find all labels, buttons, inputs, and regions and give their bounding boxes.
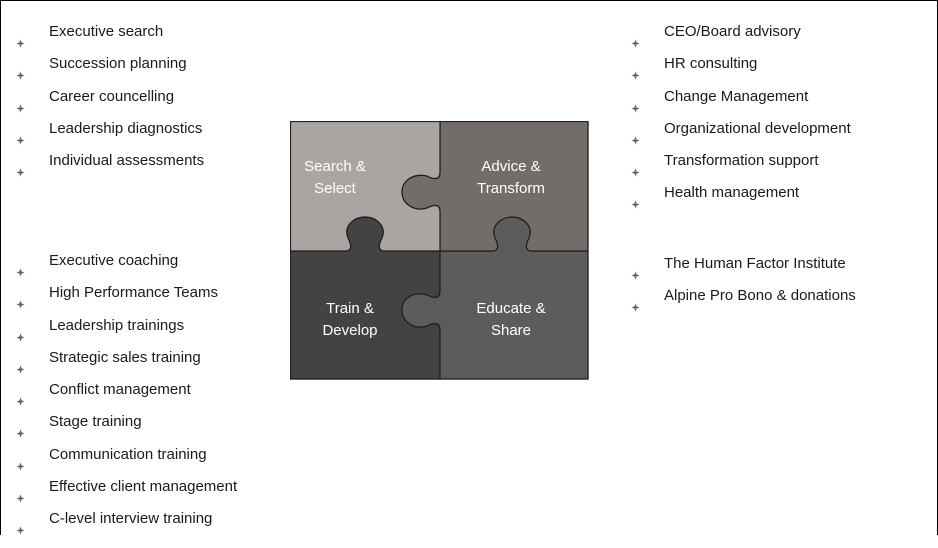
list-item: Health management: [631, 177, 851, 209]
list-item-text: Conflict management: [49, 381, 191, 399]
list-item: Effective client management: [16, 471, 237, 503]
list-item-text: Organizational development: [664, 119, 851, 137]
list-item-text: Transformation support: [664, 152, 819, 170]
list-item-text: Career councelling: [49, 87, 175, 105]
list-item-text: Alpine Pro Bono & donations: [664, 287, 856, 305]
list-item-text: HR consulting: [664, 55, 758, 73]
diamond-bullet-icon: [16, 93, 25, 113]
list-item: Individual assessments: [16, 145, 204, 177]
list-item-text: Executive coaching: [49, 252, 179, 269]
diamond-bullet-icon: [631, 157, 640, 177]
list-item: Strategic sales training: [16, 342, 237, 374]
service-puzzle: Search & Select Advice & Transform Train…: [290, 121, 589, 380]
list-item: Leadership diagnostics: [16, 113, 204, 145]
list-item-text: CEO/Board advisory: [664, 23, 801, 40]
diamond-bullet-icon: [631, 60, 640, 80]
list-item-text: Leadership trainings: [49, 316, 185, 334]
list-item-text: Leadership diagnostics: [49, 119, 203, 137]
list-item-text: Strategic sales training: [49, 348, 201, 366]
list-item-text: High Performance Teams: [49, 284, 218, 302]
diamond-bullet-icon: [631, 28, 640, 48]
advice-transform-label-line2: Transform: [477, 180, 545, 197]
diamond-bullet-icon: [16, 125, 25, 145]
list-item: C-level interview training: [16, 503, 237, 535]
list-item: Stage training: [16, 406, 237, 438]
list-item-text: C-level interview training: [49, 510, 213, 528]
list-item-text: Executive search: [49, 23, 164, 40]
list-item-text: Succession planning: [49, 55, 187, 73]
list-item: CEO/Board advisory: [631, 16, 851, 48]
list-item-text: Effective client management: [49, 478, 238, 496]
diamond-bullet-icon: [16, 257, 25, 277]
search-select-label-line1: Search &: [304, 158, 366, 175]
advice-transform-label-line1: Advice &: [481, 158, 540, 175]
list-item: Alpine Pro Bono & donations: [631, 280, 856, 312]
diamond-bullet-icon: [631, 260, 640, 280]
train-develop-label-line2: Develop: [322, 322, 377, 339]
diamond-bullet-icon: [16, 515, 25, 535]
diamond-bullet-icon: [16, 28, 25, 48]
diamond-bullet-icon: [16, 483, 25, 503]
list-item: Transformation support: [631, 145, 851, 177]
puzzle-piece-search-select: [290, 121, 441, 252]
list-item-text: Stage training: [49, 413, 142, 431]
diamond-bullet-icon: [16, 354, 25, 374]
list-item: Executive coaching: [16, 245, 237, 277]
list-item-text: The Human Factor Institute: [664, 255, 846, 272]
list-item: Career councelling: [16, 81, 204, 113]
diamond-bullet-icon: [631, 93, 640, 113]
educate-share-label-line2: Share: [491, 322, 531, 339]
diamond-bullet-icon: [631, 125, 640, 145]
diamond-bullet-icon: [16, 386, 25, 406]
list-item-text: Communication training: [49, 445, 207, 463]
diamond-bullet-icon: [16, 418, 25, 438]
list-item-text: Health management: [664, 184, 800, 202]
list-item: Succession planning: [16, 48, 204, 80]
list-item-text: Change Management: [664, 87, 809, 105]
diamond-bullet-icon: [16, 451, 25, 471]
educate-share-label-line1: Educate &: [476, 300, 545, 317]
diamond-bullet-icon: [16, 289, 25, 309]
list-item: Conflict management: [16, 374, 237, 406]
list-item: The Human Factor Institute: [631, 248, 856, 280]
list-item: Change Management: [631, 81, 851, 113]
diamond-bullet-icon: [16, 157, 25, 177]
search-select-label-line2: Select: [314, 180, 357, 197]
train-develop-label-line1: Train &: [326, 300, 374, 317]
diamond-bullet-icon: [16, 322, 25, 342]
diamond-bullet-icon: [631, 189, 640, 209]
list-item-text: Individual assessments: [49, 152, 205, 170]
list-item: Communication training: [16, 439, 237, 471]
list-item: Organizational development: [631, 113, 851, 145]
list-item: High Performance Teams: [16, 277, 237, 309]
list-item: Executive search: [16, 16, 204, 48]
diamond-bullet-icon: [16, 60, 25, 80]
diamond-bullet-icon: [631, 292, 640, 312]
list-item: HR consulting: [631, 48, 851, 80]
list-item: Leadership trainings: [16, 310, 237, 342]
